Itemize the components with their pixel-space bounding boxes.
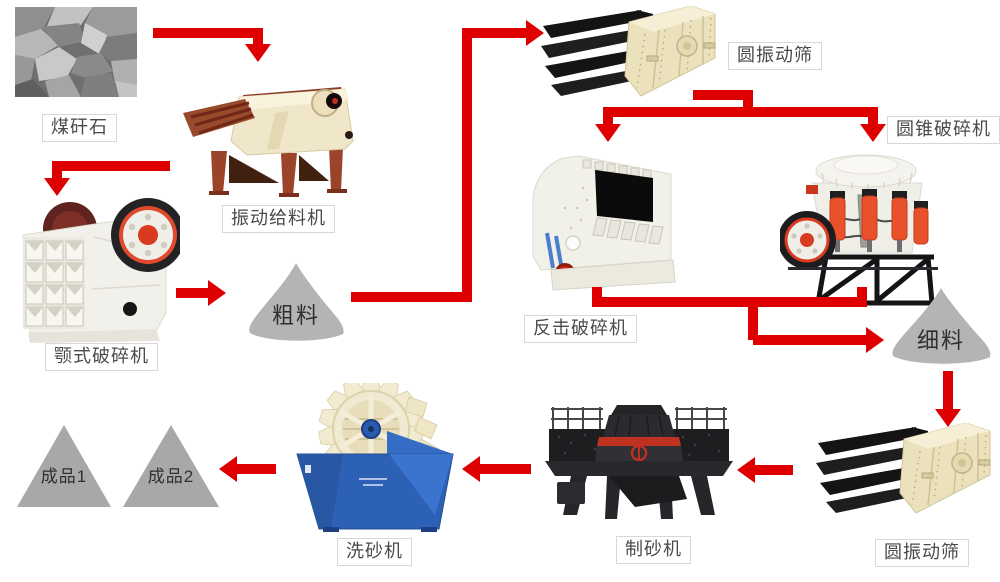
impact-crusher-label-text: 反击破碎机 [533, 318, 628, 338]
fine-material-pile: 细料 [885, 287, 997, 367]
arrow-raw-to-feeder [153, 28, 271, 62]
vibrating-screen-top-image [541, 6, 716, 97]
product-2-shape [123, 425, 219, 507]
raw-material-label-text: 煤矸石 [51, 117, 108, 137]
fine-pile-shape [892, 287, 991, 364]
arrow-feeder-to-jaw [44, 161, 170, 196]
impact-crusher-image [532, 155, 676, 291]
impact-crusher-label: 反击破碎机 [524, 315, 637, 343]
coarse-material-text: 粗料 [271, 303, 320, 328]
sand-washer-label: 洗砂机 [337, 538, 412, 566]
coarse-material-pile: 粗料 [242, 262, 350, 344]
vibrating-screen-bottom-label: 圆振动筛 [875, 539, 969, 567]
product-1-text: 成品1 [40, 467, 88, 486]
jaw-crusher-label-text: 颚式破碎机 [54, 346, 149, 366]
cone-crusher-label: 圆锥破碎机 [887, 116, 1000, 144]
sand-washer-image [296, 383, 454, 532]
vibrating-screen-bottom-image [816, 423, 991, 514]
vibrating-feeder-label: 振动给料机 [222, 205, 335, 233]
sand-making-machine-label: 制砂机 [616, 536, 691, 564]
sand-making-machine-image [545, 405, 733, 519]
product-1-shape [17, 425, 111, 507]
raw-material-photo [15, 7, 137, 97]
vibrating-screen-top-label-text: 圆振动筛 [737, 45, 813, 65]
arrow-screen-to-cone [748, 107, 886, 142]
jaw-crusher-label: 颚式破碎机 [45, 343, 158, 371]
sand-making-machine-label-text: 制砂机 [625, 539, 682, 559]
cone-crusher-image [780, 154, 938, 306]
fine-material-text: 细料 [916, 328, 965, 353]
product-2-text: 成品2 [147, 467, 195, 486]
jaw-crusher-image [22, 198, 180, 343]
vibrating-feeder-label-text: 振动给料机 [231, 208, 326, 228]
arrow-coarse-to-screen [351, 20, 544, 302]
cone-crusher-label-text: 圆锥破碎机 [896, 119, 991, 139]
product-2-triangle: 成品2 [122, 424, 220, 508]
sand-washer-label-text: 洗砂机 [346, 541, 403, 561]
vibrating-screen-bottom-label-text: 圆振动筛 [884, 542, 960, 562]
coarse-pile-shape [249, 263, 344, 341]
product-1-triangle: 成品1 [16, 424, 112, 508]
vibrating-screen-top-label: 圆振动筛 [728, 42, 822, 70]
vibrating-feeder-image [183, 87, 354, 197]
raw-material-label: 煤矸石 [42, 114, 117, 142]
